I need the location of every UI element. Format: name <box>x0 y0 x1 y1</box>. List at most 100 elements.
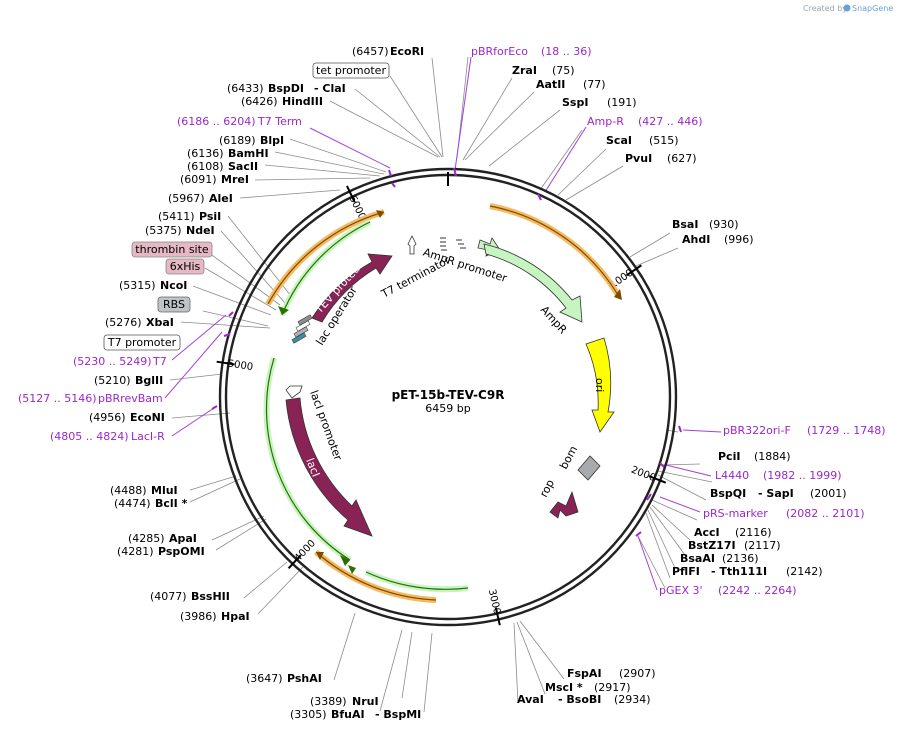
pcii-pos: (1884) <box>754 450 791 463</box>
bspqi-pos: (2001) <box>810 487 847 500</box>
avai-name: AvaI <box>517 693 544 706</box>
bsaai-name: BsaAI <box>680 552 715 565</box>
blpi-pos: (6189) <box>219 134 256 147</box>
t7-term-name: T7 Term <box>257 115 302 128</box>
ampr-primer-name: Amp-R <box>587 115 624 128</box>
his-tag-label: 6xHis <box>170 260 201 273</box>
pspomi-name: PspOMI <box>158 545 205 558</box>
econi-pos: (4956) <box>89 411 126 424</box>
laci-r-range: (4805 .. 4824) <box>50 430 129 443</box>
ecori-name: EcoRI <box>390 45 424 58</box>
mlui-name: MluI <box>151 484 178 497</box>
zrai-name: ZraI <box>512 64 537 77</box>
zrai-pos: (75) <box>552 64 575 77</box>
scai-name: ScaI <box>606 134 632 147</box>
bspdi-name: BspDI <box>268 82 304 95</box>
aatii-name: AatII <box>536 78 565 91</box>
bcli-pos: (4474) <box>114 497 151 510</box>
sacii-pos: (6108) <box>187 160 224 173</box>
tet-promoter-label: tet promoter <box>316 64 386 77</box>
prs-marker-name: pRS-marker <box>703 507 768 520</box>
bstz17i-pos: (2117) <box>744 539 781 552</box>
tet-promoter-box: tet promoter <box>312 62 390 79</box>
tick-label: 4000 <box>293 538 318 564</box>
pcii-name: PciI <box>718 450 740 463</box>
msci-name: MscI * <box>545 681 583 694</box>
pbrrevbam-range: (5127 .. 5146) <box>18 392 97 405</box>
bamhi-pos: (6136) <box>187 147 224 160</box>
ahdi-name: AhdI <box>682 233 710 246</box>
bspdi-pos: (6433) <box>227 82 264 95</box>
bstz17i-name: BstZ17I <box>688 539 736 552</box>
bcli-name: BclI * <box>155 497 188 510</box>
ndei-name: NdeI <box>186 224 215 237</box>
tick-label: 5000 <box>227 358 254 373</box>
backbone-outer-ring <box>218 167 678 627</box>
snapgene-text: SnapGene <box>852 4 893 13</box>
mrei-name: MreI <box>221 173 249 186</box>
hpai-pos: (3986) <box>180 610 217 623</box>
bfuai-pos: (3305) <box>290 708 327 721</box>
mrei-pos: (6091) <box>180 173 217 186</box>
bsshii-pos: (4077) <box>150 590 187 603</box>
ncoi-pos: (5315) <box>119 279 156 292</box>
tick-mark <box>287 554 302 569</box>
l4440-name: L4440 <box>715 469 749 482</box>
tick-label: 3000 <box>486 588 502 615</box>
hindiii-name: HindIII <box>282 95 323 108</box>
bamhi-name: BamHI <box>228 147 269 160</box>
bspqi-name: BspQI <box>710 487 746 500</box>
pshai-pos: (3647) <box>246 672 283 685</box>
psii-name: PsiI <box>199 210 221 223</box>
rop-label: rop <box>537 477 557 499</box>
scai-pos: (515) <box>649 134 679 147</box>
sspi-name: SspI <box>562 96 588 109</box>
acci-pos: (2116) <box>735 526 772 539</box>
fspai-pos: (2907) <box>619 667 656 680</box>
small-features <box>291 314 313 344</box>
pbrrevbam-name: pBRrevBam <box>98 392 163 405</box>
ahdi-pos: (996) <box>724 233 754 246</box>
plasmid-name: pET-15b-TEV-C9R <box>392 388 505 402</box>
alei-name: AleI <box>209 192 233 205</box>
pflfi-pos: (2142) <box>786 565 823 578</box>
bsshii-name: BssHII <box>191 590 230 603</box>
bom-label: bom <box>557 444 580 472</box>
rbs-label: RBS <box>163 298 185 311</box>
l4440-range: (1982 .. 1999) <box>763 469 842 482</box>
primer-connector-lines <box>164 56 722 591</box>
nrui-name: NruI <box>352 695 379 708</box>
acci-name: AccI <box>694 526 720 539</box>
tick-mark <box>216 360 235 366</box>
pvui-name: PvuI <box>625 152 652 165</box>
tick-mark <box>648 475 667 484</box>
ncoi-name: NcoI <box>160 279 187 292</box>
tick-mark <box>494 607 501 626</box>
rop-arrow <box>549 490 579 519</box>
pbrforeco-name: pBRforEco <box>471 45 528 58</box>
t7-primer-name: T7 <box>152 355 167 368</box>
bspqi-name2: - SapI <box>758 487 794 500</box>
plasmid-length: 6459 bp <box>425 402 470 415</box>
feature-arc-heads <box>278 210 622 574</box>
hpai-name: HpaI <box>221 610 250 623</box>
t7-terminator-arrow <box>407 235 417 255</box>
ecori-pos: (6457) <box>352 45 389 58</box>
apai-name: ApaI <box>169 532 197 545</box>
pbr322ori-name: pBR322ori-F <box>723 424 791 437</box>
bfuai-name: BfuAI <box>331 708 365 721</box>
t7-promoter-label: T7 promoter <box>107 336 177 349</box>
tick-label: 2000 <box>629 465 657 485</box>
pbrforeco-range: (18 .. 36) <box>541 45 592 58</box>
ori-label: ori <box>593 378 606 392</box>
pshai-name: PshAI <box>287 672 322 685</box>
psii-pos: (5411) <box>158 210 195 223</box>
t7-promoter-box: T7 promoter <box>103 334 181 351</box>
sspi-pos: (191) <box>607 96 637 109</box>
prs-marker-range: (2082 .. 2101) <box>786 507 865 520</box>
pgex3-name: pGEX 3' <box>659 584 703 597</box>
bsai-pos: (930) <box>709 218 739 231</box>
xbai-name: XbaI <box>146 316 174 329</box>
tev-protease-arrow <box>311 253 393 323</box>
